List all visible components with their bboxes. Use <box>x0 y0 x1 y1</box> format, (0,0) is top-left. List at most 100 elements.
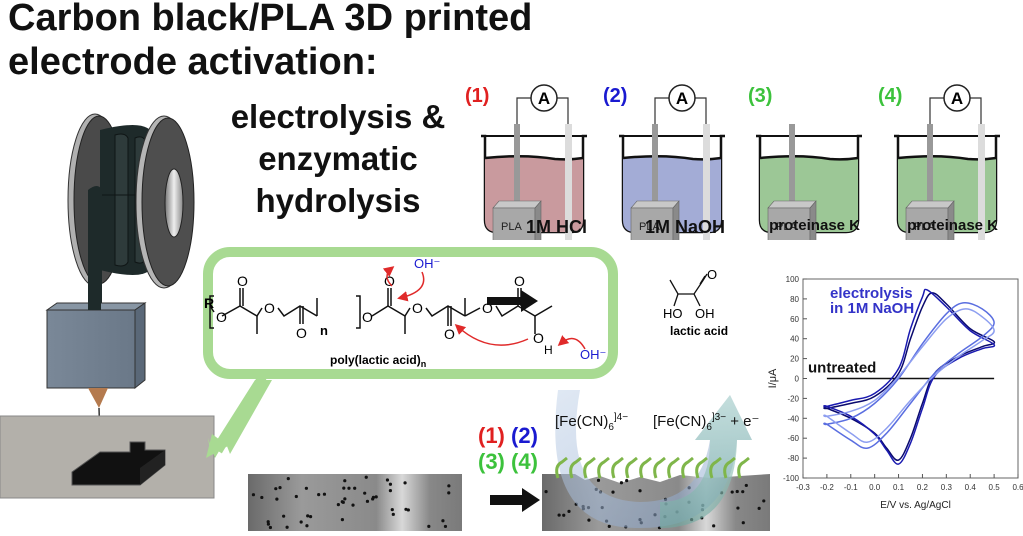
series-electrolysis-cycle-1 <box>823 292 996 461</box>
x-tick-label: -0.2 <box>820 483 834 492</box>
y-tick-label: 100 <box>786 275 800 284</box>
electron-transfer-arrow <box>625 456 638 479</box>
carbon-particle <box>567 509 571 513</box>
electron-transfer-arrow <box>569 456 582 479</box>
treatment-label-4: (4) <box>511 449 538 474</box>
carbon-particle <box>343 497 347 501</box>
reaction-arrow-icon <box>487 290 538 312</box>
electron-transfer-arrow <box>695 456 708 479</box>
carbon-particle <box>388 482 393 486</box>
carbon-particle <box>304 486 308 490</box>
ammeter-label: A <box>951 89 963 108</box>
carbon-particle <box>317 492 321 497</box>
annotation-untreated: untreated <box>808 360 876 377</box>
subtitle-line-1: electrolysis & <box>230 98 446 135</box>
printer-extruder-icon <box>45 290 147 441</box>
carbon-particle <box>286 477 290 481</box>
solution-label: proteinase K <box>907 217 998 234</box>
oxygen-label: O <box>707 270 717 282</box>
pla-label: PLA <box>914 221 935 233</box>
y-tick-label: -100 <box>783 474 800 483</box>
treatment-arrow-icon <box>490 488 540 512</box>
oxygen-label: O <box>237 273 248 289</box>
carbon-particle <box>282 514 286 518</box>
page-title: Carbon black/PLA 3D printed electrode ac… <box>8 0 532 84</box>
beaker-3: (3) PLA proteinase K <box>740 80 880 240</box>
pla-electrode-block <box>630 207 674 240</box>
carbon-particle <box>447 484 451 488</box>
oxygen-label: O <box>482 300 493 316</box>
ferricyanide-label: [Fe(CN)6]3− + e⁻ <box>653 412 760 433</box>
pla-electrode-block <box>905 207 949 240</box>
x-tick-label: 0.3 <box>941 483 953 492</box>
treatment-labels-row1: (1) (2) <box>478 423 538 449</box>
carbon-particle <box>544 489 548 494</box>
x-axis-label: E/V vs. Ag/AgCl <box>880 500 951 511</box>
carbon-particle <box>266 520 270 524</box>
x-tick-label: 0.4 <box>965 483 977 492</box>
carbon-particle <box>403 481 407 485</box>
working-electrode-wire <box>789 124 795 208</box>
carbon-particle <box>638 489 642 493</box>
carbon-particle <box>260 495 264 500</box>
carbon-particle <box>347 486 351 490</box>
x-tick-label: -0.1 <box>844 483 858 492</box>
oxygen-label: O <box>514 273 525 289</box>
carbon-particle <box>275 497 279 501</box>
title-line-2: electrode activation: <box>8 41 378 83</box>
carbon-particle <box>351 503 355 507</box>
oxygen-label: O <box>296 325 307 341</box>
carbon-particle <box>735 489 739 494</box>
oxygen-label: O <box>362 309 373 325</box>
lactic-acid-molecule: O HO OH lactic acid <box>663 270 728 338</box>
filament-spool-icon <box>67 113 195 315</box>
oxygen-label: O <box>216 309 227 325</box>
y-tick-label: -20 <box>787 394 799 403</box>
y-tick-label: -60 <box>787 434 799 443</box>
carbon-particles <box>251 475 451 530</box>
carbon-particle <box>607 524 611 528</box>
beaker-number: (1) <box>465 85 490 107</box>
electron-transfer-arrow <box>681 456 694 479</box>
carbon-particle <box>353 486 357 490</box>
carbon-particle <box>364 475 368 479</box>
reaction-box <box>203 247 618 379</box>
carbon-particle <box>308 515 313 519</box>
electron-transfer-arrow <box>555 456 568 479</box>
x-tick-label: 0.6 <box>1012 483 1023 492</box>
electron-transfer-arrow <box>597 456 610 479</box>
carbon-particle <box>447 491 451 495</box>
beaker-number: (4) <box>878 85 903 107</box>
electron-transfer-arrow <box>723 456 736 479</box>
electron-transfer-arrow <box>653 456 666 479</box>
product-oh-label: OH <box>695 306 715 321</box>
carbon-particle <box>443 524 448 529</box>
carbon-particle <box>625 479 629 483</box>
x-tick-label: 0.0 <box>869 483 881 492</box>
carbon-particle <box>336 503 340 507</box>
x-tick-label: 0.1 <box>893 483 905 492</box>
series-electrolysis-cycle-3 <box>823 302 995 450</box>
untreated-electrode <box>248 474 462 531</box>
carbon-particle <box>427 524 431 528</box>
pla-label: PLA <box>501 221 522 233</box>
carbon-particle <box>266 522 271 526</box>
repeat-n-label: n <box>320 323 328 338</box>
carbon-particle <box>741 521 745 525</box>
oxygen-label: O <box>533 330 544 346</box>
pla-electrode-block <box>492 207 536 240</box>
y-tick-label: -80 <box>787 454 799 463</box>
pla-label: PLA <box>776 221 797 233</box>
carbon-particle <box>365 499 370 503</box>
y-tick-label: -40 <box>787 414 799 423</box>
subtitle-line-2: enzymatic <box>258 140 418 177</box>
deprotonation-arrow <box>557 335 586 350</box>
carbon-particle <box>757 506 761 511</box>
electron-transfer-arrow <box>667 456 680 479</box>
subtitle-line-3: hydrolysis <box>255 182 421 219</box>
carbon-particle <box>404 507 408 511</box>
carbon-particle <box>342 486 346 490</box>
carbon-particle <box>391 512 395 516</box>
y-tick-label: 40 <box>790 335 799 344</box>
